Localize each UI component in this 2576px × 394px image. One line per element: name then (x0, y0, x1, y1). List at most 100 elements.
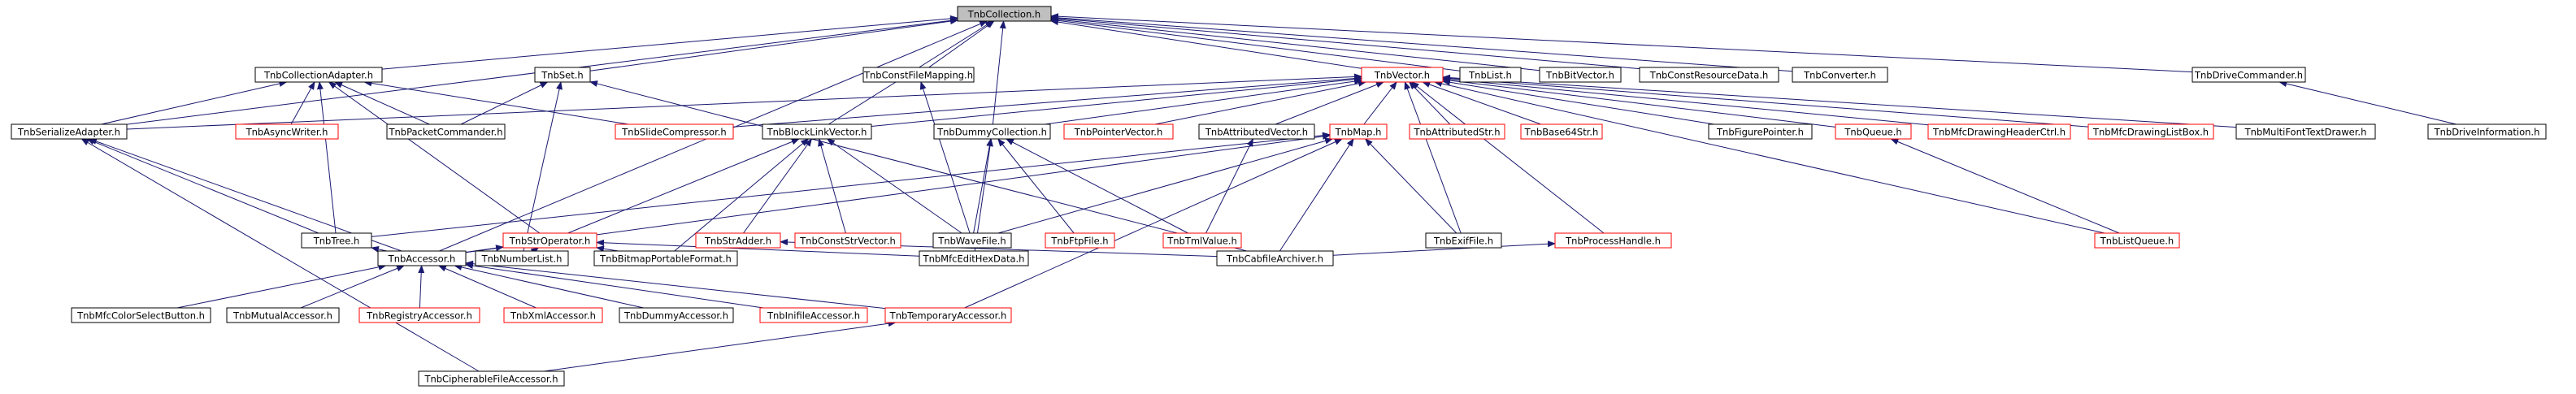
node-driveCommander[interactable]: TnbDriveCommander.h (2192, 67, 2306, 83)
node-bitVector[interactable]: TnbBitVector.h (1539, 67, 1622, 83)
node-box (1708, 123, 1813, 140)
edge-slideCompressor-to-collectionAdapter (363, 80, 629, 125)
node-strAdder[interactable]: TnbStrAdder.h (695, 232, 781, 249)
node-constFileMapping[interactable]: TnbConstFileMapping.h (862, 67, 975, 83)
node-attributedVector[interactable]: TnbAttributedVector.h (1198, 123, 1315, 140)
node-constResourceData[interactable]: TnbConstResourceData.h (1639, 67, 1779, 83)
edge-queue-to-vector (1442, 77, 1836, 128)
node-label: TnbProcessHandle.h (1565, 236, 1661, 247)
edge-registryAccessor-to-accessor (418, 265, 425, 309)
edge-strAdder-to-blockLinkVector (743, 138, 813, 234)
node-label: TnbBase64Str.h (1524, 127, 1599, 138)
node-label: TnbDriveCommander.h (2194, 70, 2303, 81)
node-label: TnbSet.h (541, 70, 583, 81)
edge-set-to-collection (589, 18, 958, 71)
node-box (1835, 123, 1912, 140)
node-serializeAdapter[interactable]: TnbSerializeAdapter.h (11, 123, 128, 140)
node-collectionAdapter[interactable]: TnbCollectionAdapter.h (254, 67, 383, 83)
node-temporaryAccessor[interactable]: TnbTemporaryAccessor.h (884, 307, 1012, 323)
node-box (1425, 232, 1502, 249)
edge-constStrVector-to-blockLinkVector (818, 138, 846, 234)
node-registryAccessor[interactable]: TnbRegistryAccessor.h (358, 307, 480, 323)
node-label: TnbRegistryAccessor.h (366, 310, 472, 322)
edge-waveFile-to-constFileMapping (919, 81, 971, 234)
node-list[interactable]: TnbList.h (1459, 67, 1522, 83)
node-box (1216, 250, 1334, 266)
edge-figurePointer-to-vector (1442, 79, 1714, 125)
node-box (1409, 123, 1505, 140)
node-box (2094, 232, 2180, 249)
node-bitmapPortableFormat[interactable]: TnbBitmapPortableFormat.h (593, 250, 738, 266)
edge-serializeAdapter-to-collectionAdapter (101, 80, 288, 125)
node-xmlAccessor[interactable]: TnbXmlAccessor.h (503, 307, 603, 323)
edge-inifileAccessor-to-accessor (465, 262, 764, 309)
edge-mfcEditHexData-to-strOperator (596, 239, 920, 257)
node-converter[interactable]: TnbConverter.h (1792, 67, 1888, 83)
node-label: TnbAsyncWriter.h (245, 127, 328, 138)
node-constStrVector[interactable]: TnbConstStrVector.h (794, 232, 901, 249)
edge-map-to-vector (1363, 81, 1397, 125)
edge-accessor-to-map (465, 132, 1331, 253)
edge-accessor-to-strOperator (465, 245, 504, 253)
node-figurePointer[interactable]: TnbFigurePointer.h (1708, 123, 1813, 140)
node-numberList[interactable]: TnbNumberList.h (475, 250, 569, 266)
node-mfcEditHexData[interactable]: TnbMfcEditHexData.h (919, 250, 1029, 266)
node-blockLinkVector[interactable]: TnbBlockLinkVector.h (762, 123, 872, 140)
edge-cabfileArchiver-to-map (1279, 138, 1354, 252)
node-packetCommander[interactable]: TnbPacketCommander.h (386, 123, 506, 140)
node-mfcColorSelectButton[interactable]: TnbMfcColorSelectButton.h (71, 307, 211, 323)
node-mfcDrawingHeaderCtrl[interactable]: TnbMfcDrawingHeaderCtrl.h (1927, 123, 2071, 140)
node-strOperator[interactable]: TnbStrOperator.h (502, 232, 597, 249)
node-set[interactable]: TnbSet.h (534, 67, 591, 83)
node-cabfileArchiver[interactable]: TnbCabfileArchiver.h (1216, 250, 1334, 266)
node-base64Str[interactable]: TnbBase64Str.h (1520, 123, 1603, 140)
node-box (2087, 123, 2214, 140)
node-attributedStr[interactable]: TnbAttributedStr.h (1409, 123, 1505, 140)
node-exifFile[interactable]: TnbExifFile.h (1425, 232, 1502, 249)
edge-dummyAccessor-to-accessor (454, 264, 644, 309)
node-box (301, 232, 372, 249)
node-asyncWriter[interactable]: TnbAsyncWriter.h (235, 123, 339, 140)
node-inifileAccessor[interactable]: TnbInifileAccessor.h (759, 307, 868, 323)
node-multiFontTextDrawer[interactable]: TnbMultiFontTextDrawer.h (2235, 123, 2376, 140)
edge-constFileMapping-to-collection (928, 20, 995, 68)
node-dummyAccessor[interactable]: TnbDummyAccessor.h (619, 307, 734, 323)
node-slideCompressor[interactable]: TnbSlideCompressor.h (615, 123, 734, 140)
node-map[interactable]: TnbMap.h (1329, 123, 1388, 140)
node-box (933, 123, 1051, 140)
node-ftpFile[interactable]: TnbFtpFile.h (1045, 232, 1115, 249)
node-vector[interactable]: TnbVector.h (1361, 67, 1444, 83)
node-pointerVector[interactable]: TnbPointerVector.h (1063, 123, 1174, 140)
node-label: TnbMap.h (1335, 127, 1382, 138)
edge-bitVector-to-collection (1050, 16, 1540, 71)
edge-ftpFile-to-dummyCollection (997, 138, 1075, 234)
node-box (884, 307, 1012, 323)
node-processHandle[interactable]: TnbProcessHandle.h (1554, 232, 1672, 249)
node-mfcDrawingListBox[interactable]: TnbMfcDrawingListBox.h (2087, 123, 2214, 140)
node-tmlValue[interactable]: TnbTmlValue.h (1162, 232, 1242, 249)
edge-waveFile-to-blockLinkVector (826, 138, 962, 234)
node-accessor[interactable]: TnbAccessor.h (377, 250, 467, 266)
edge-processHandle-to-vector (1410, 81, 1605, 234)
node-label: TnbConstStrVector.h (799, 236, 896, 247)
node-driveInformation[interactable]: TnbDriveInformation.h (2427, 123, 2547, 140)
node-label: TnbConverter.h (1803, 70, 1876, 81)
node-box (615, 123, 734, 140)
node-listQueue[interactable]: TnbListQueue.h (2094, 232, 2180, 249)
node-box (762, 123, 872, 140)
node-box (377, 250, 467, 266)
node-label: TnbStrOperator.h (509, 236, 591, 247)
node-box (957, 6, 1052, 22)
node-mutualAccessor[interactable]: TnbMutualAccessor.h (226, 307, 340, 323)
node-dummyCollection[interactable]: TnbDummyCollection.h (933, 123, 1051, 140)
node-tree[interactable]: TnbTree.h (301, 232, 372, 249)
node-label: TnbSlideCompressor.h (621, 127, 726, 138)
edge-bitmapPortableFormat-to-strOperator (596, 245, 619, 253)
node-queue[interactable]: TnbQueue.h (1835, 123, 1912, 140)
edge-cabfileArchiver-to-processHandle (1332, 240, 1556, 256)
node-waveFile[interactable]: TnbWaveFile.h (932, 232, 1012, 249)
node-label: TnbVector.h (1374, 70, 1430, 81)
node-cipherableFileAccessor[interactable]: TnbCipherableFileAccessor.h (418, 370, 565, 387)
edge-serializeAdapter-to-vector (126, 73, 1362, 130)
